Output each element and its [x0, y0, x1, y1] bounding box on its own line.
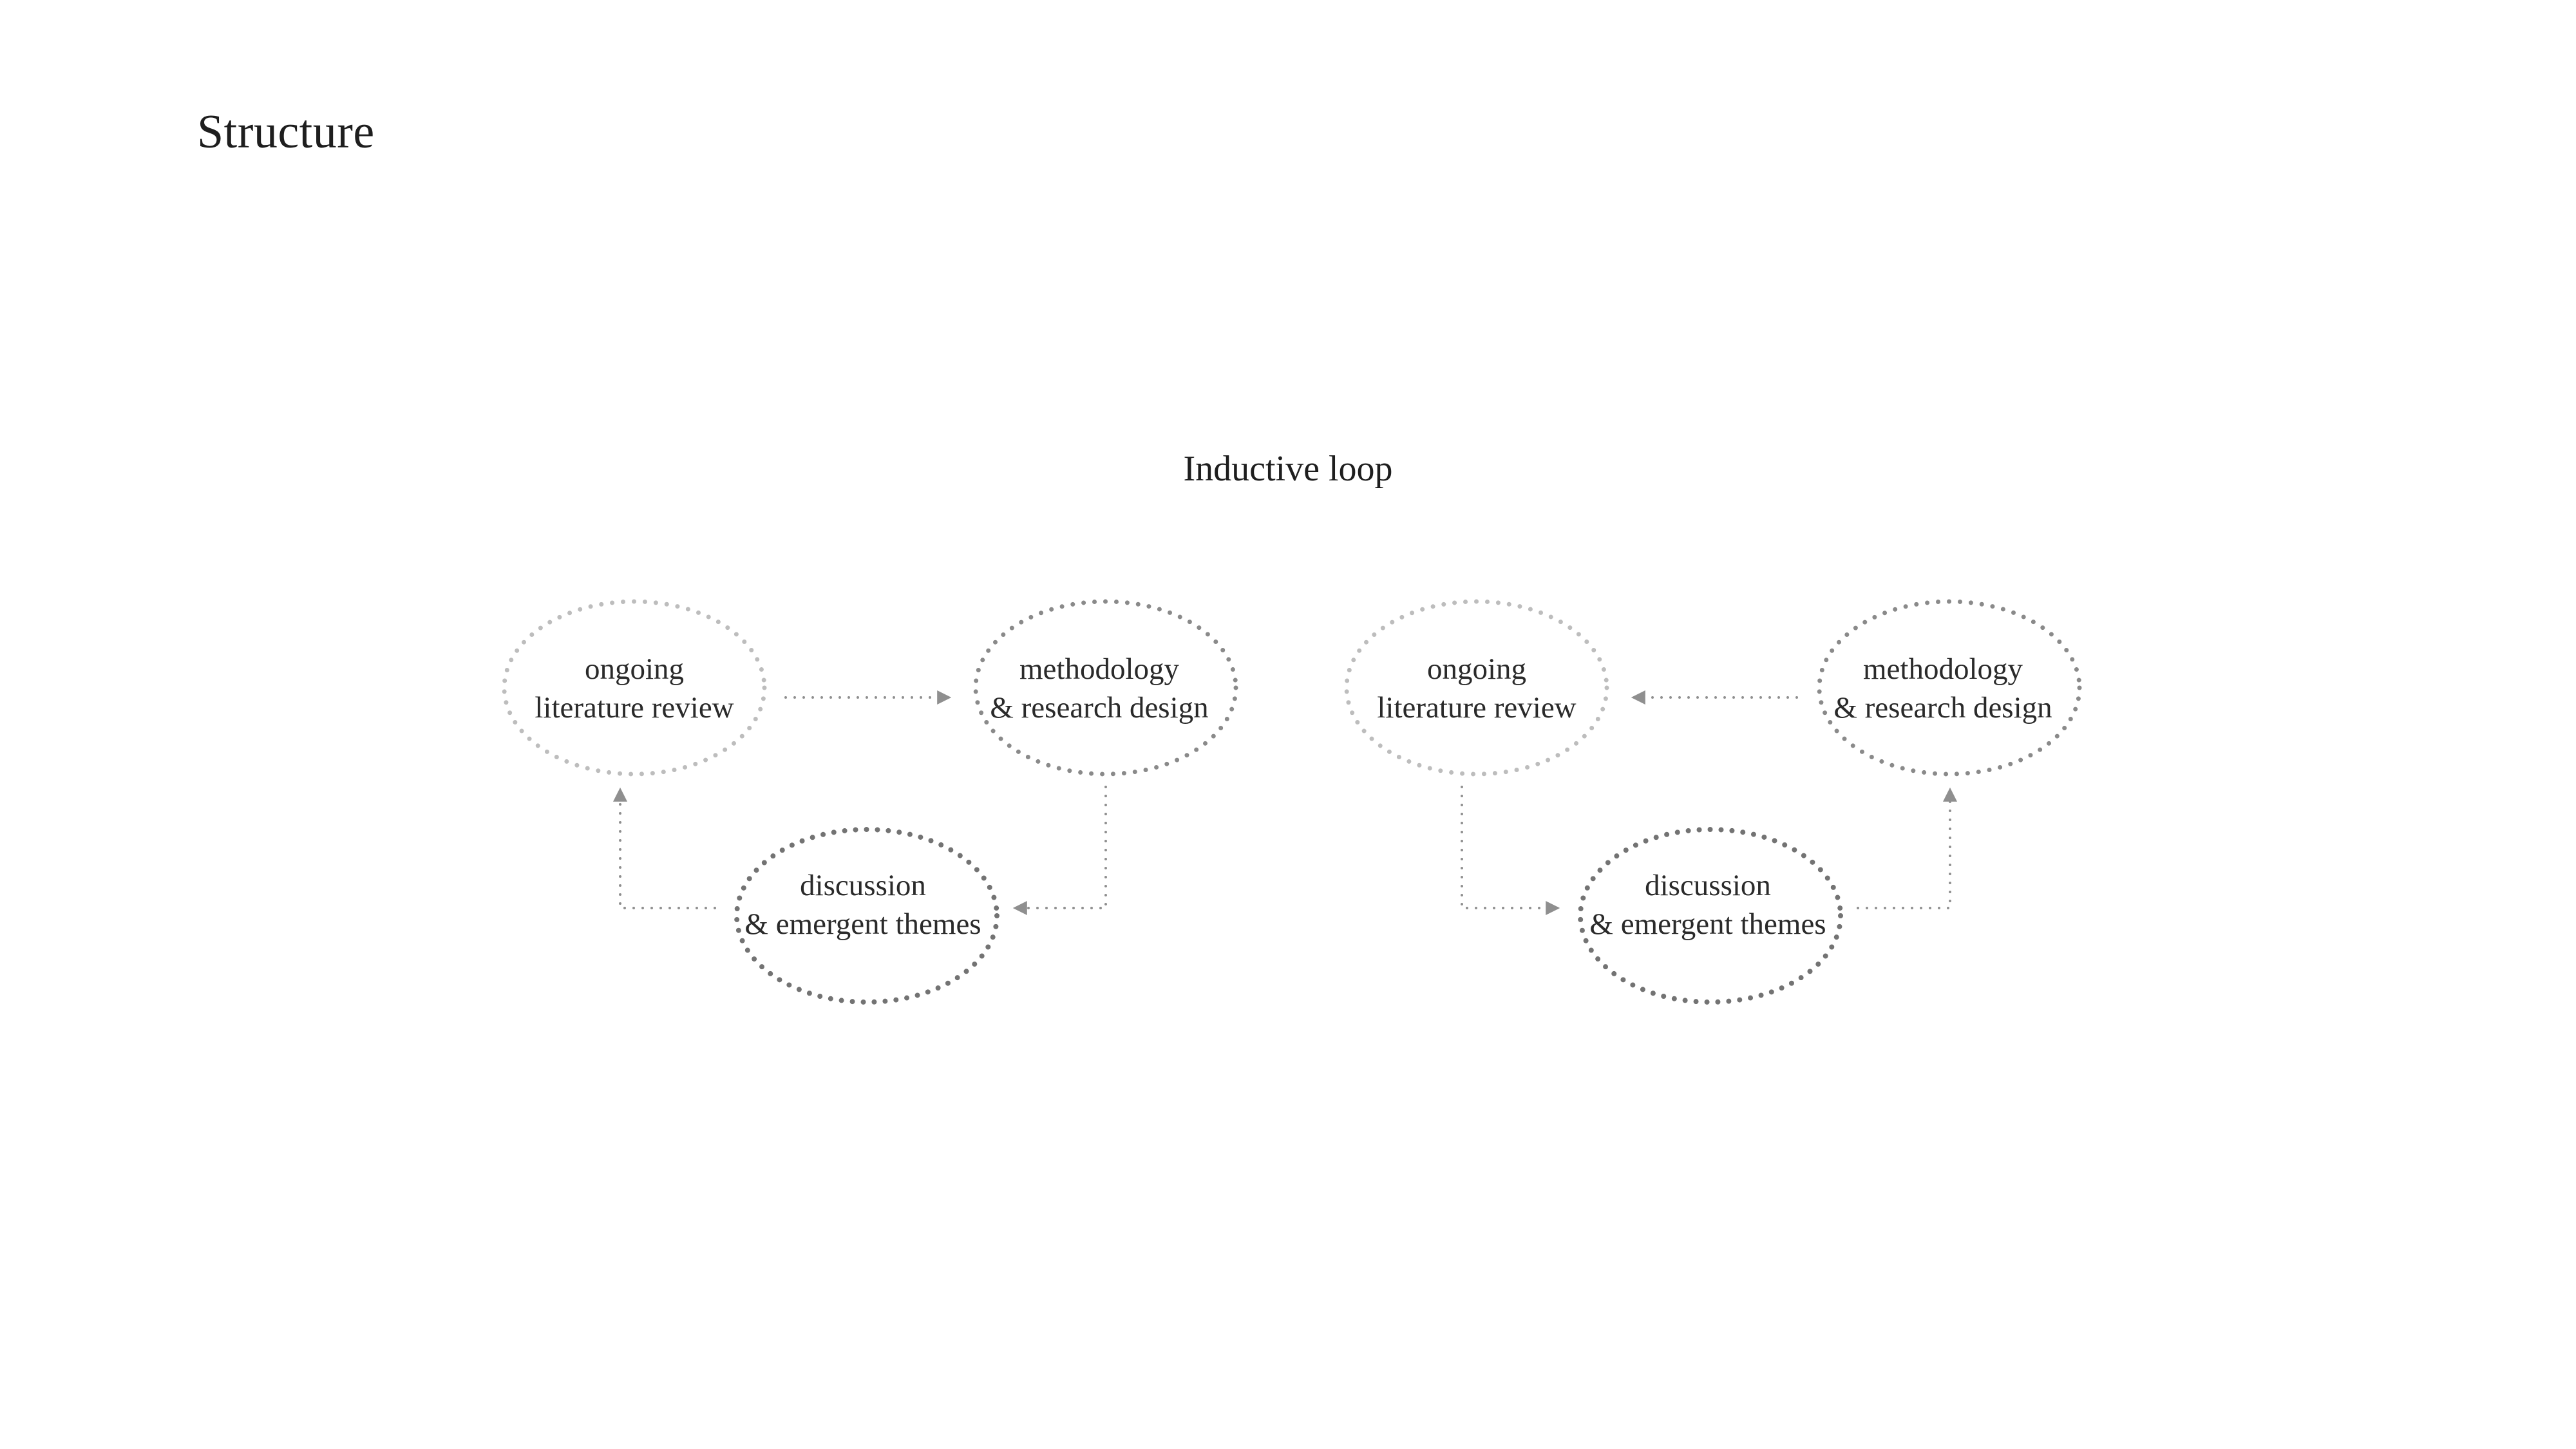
node-discussion-1-line1: discussion [800, 869, 926, 902]
arrow-methodology-to-discussion-1 [1012, 786, 1107, 915]
node-literature-review-1-line1: ongoing [585, 652, 684, 686]
node-methodology-2-line1: methodology [1863, 652, 2023, 686]
page-title: Structure [197, 106, 375, 158]
node-literature-review-1 [502, 599, 767, 777]
arrow-literature-to-discussion-2 [1461, 786, 1560, 915]
node-discussion-2 [1578, 827, 1843, 1005]
node-methodology-1-line1: methodology [1019, 652, 1180, 686]
node-methodology-1 [973, 599, 1238, 777]
node-literature-review-2-line1: ongoing [1427, 652, 1526, 686]
node-literature-review-1-line2: literature review [535, 691, 734, 724]
node-literature-review-2-line2: literature review [1377, 691, 1576, 724]
diagram-title: Inductive loop [1183, 449, 1393, 489]
arrow-discussion-to-methodology-2 [1857, 787, 1957, 909]
node-methodology-1-line2: & research design [990, 691, 1208, 724]
node-literature-review-2 [1344, 599, 1609, 777]
loop-2: ongoing literature review methodology & … [1344, 599, 2082, 1005]
node-methodology-2 [1817, 599, 2082, 777]
node-methodology-2-line2: & research design [1833, 691, 2052, 724]
loop-1: ongoing literature review methodology & … [502, 599, 1238, 1005]
node-discussion-1-line2: & emergent themes [744, 907, 981, 941]
arrow-discussion-to-literature-1 [613, 787, 716, 909]
node-discussion-2-line2: & emergent themes [1589, 907, 1826, 941]
node-discussion-2-line1: discussion [1645, 869, 1771, 902]
node-discussion-1 [734, 827, 999, 1005]
